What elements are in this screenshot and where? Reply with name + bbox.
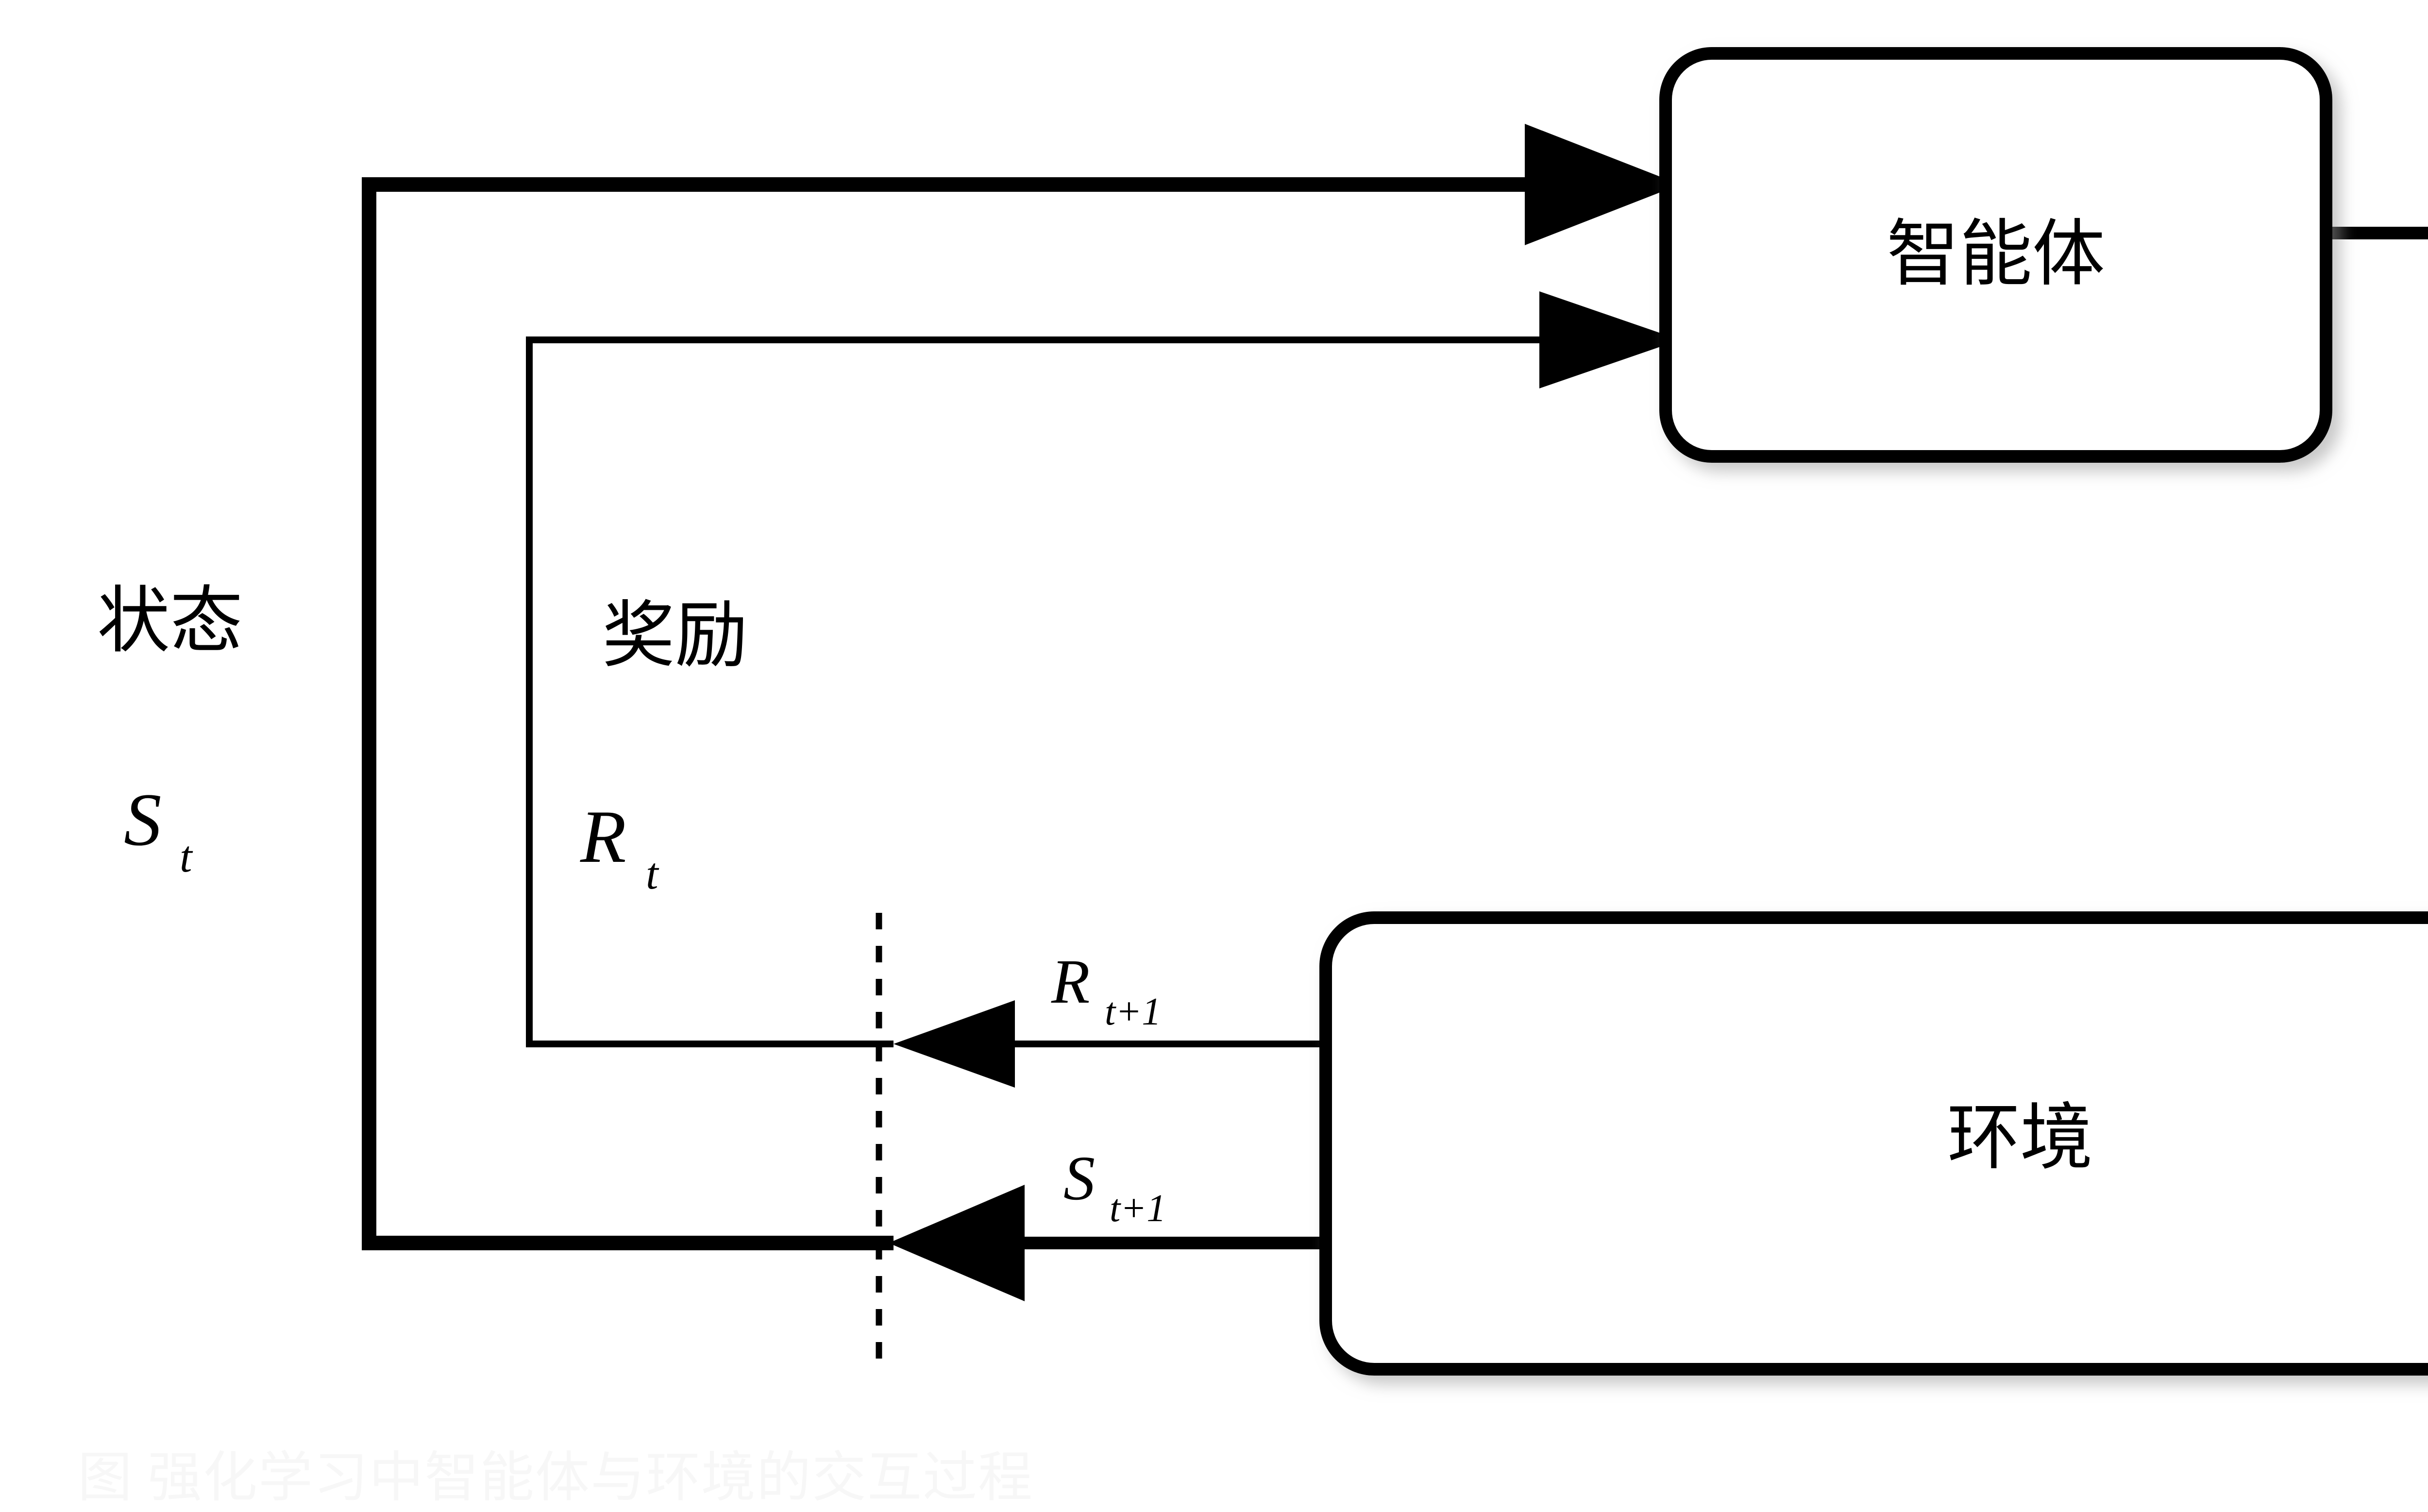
label-reward: 奖励 R t	[580, 596, 748, 898]
diagram-canvas: 智能体 环境 状态 S t 奖励 R t 动作 A t R t+1	[97, 47, 2428, 1376]
state-next-subscript: t+1	[1110, 1187, 1166, 1230]
edge-reward-emit	[894, 1000, 1331, 1088]
figure-caption: 图 强化学习中智能体与环境的交互过程	[78, 1448, 1033, 1508]
node-agent[interactable]: 智能体	[1659, 47, 2332, 463]
environment-box-label: 环境	[1947, 1098, 2093, 1178]
label-state: 状态 S t	[97, 581, 243, 881]
agent-box-label: 智能体	[1887, 214, 2105, 295]
reward-label-symbol: R	[580, 795, 626, 878]
state-label-cjk: 状态	[97, 581, 243, 662]
reward-feedback-line	[526, 336, 1588, 1047]
reward-next-subscript: t+1	[1105, 991, 1161, 1033]
reward-emit-arrowhead	[894, 1000, 1015, 1088]
state-label-symbol: S	[124, 778, 162, 861]
environment-box[interactable]	[1319, 911, 2428, 1376]
rl-interaction-diagram: 智能体 环境 状态 S t 奖励 R t 动作 A t R t+1	[97, 47, 2428, 1376]
reward-next-symbol: R	[1051, 947, 1090, 1017]
state-emit-arrowhead	[889, 1185, 1025, 1301]
edge-state-emit	[889, 1185, 1331, 1301]
state-next-symbol: S	[1063, 1143, 1095, 1213]
label-state-next: S t+1	[1063, 1143, 1166, 1230]
reward-feedback-arrowhead	[1539, 291, 1680, 388]
edge-reward-feedback	[526, 291, 1680, 1047]
edge-state-feedback	[362, 124, 1680, 1250]
agent-box[interactable]	[1659, 47, 2332, 463]
state-feedback-arrowhead	[1525, 124, 1680, 245]
reward-label-cjk: 奖励	[602, 596, 748, 676]
reward-label-subscript: t	[646, 849, 659, 898]
label-reward-next: R t+1	[1051, 947, 1161, 1033]
state-label-subscript: t	[180, 832, 193, 881]
node-environment[interactable]: 环境	[1319, 911, 2428, 1376]
state-feedback-line	[362, 177, 1588, 1250]
